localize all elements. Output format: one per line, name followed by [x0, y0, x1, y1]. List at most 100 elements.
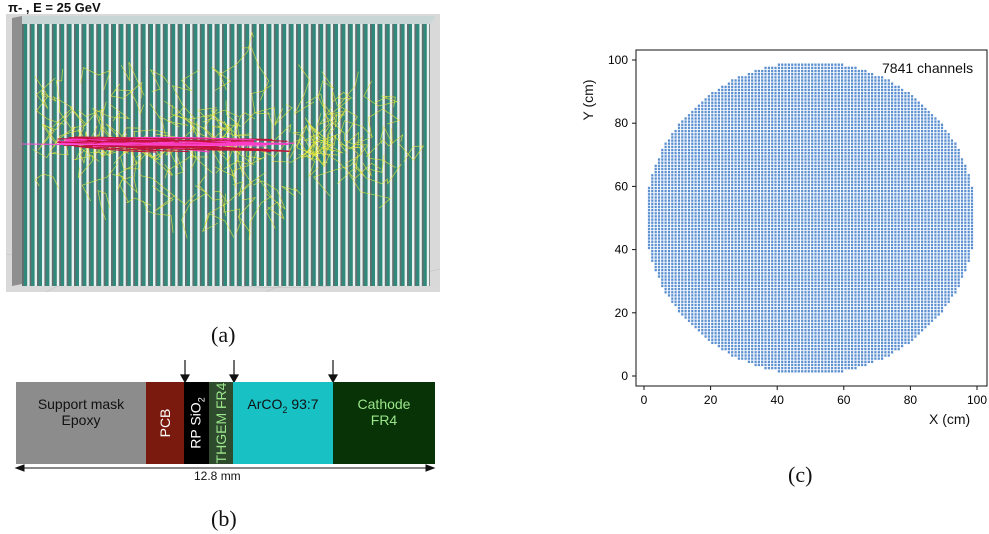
channel-pad	[734, 133, 737, 136]
channel-pad	[811, 148, 814, 152]
channel-pad	[727, 101, 730, 104]
channel-pad	[697, 110, 700, 114]
channel-pad	[821, 82, 824, 85]
channel-pad	[781, 224, 784, 228]
channel-pad	[771, 351, 774, 354]
channel-pad	[687, 208, 691, 212]
channel-pad	[821, 351, 824, 354]
channel-pad	[687, 316, 691, 319]
channel-pad	[831, 107, 834, 111]
channel-pad	[711, 205, 714, 209]
channel-pad	[684, 155, 687, 158]
channel-pad	[671, 259, 674, 262]
channel-pad	[727, 133, 730, 136]
channel-pad	[664, 237, 667, 240]
channel-pad	[744, 76, 747, 79]
channel-pad	[787, 354, 790, 357]
channel-pad	[711, 316, 714, 319]
channel-pad	[751, 300, 754, 303]
channel-pad	[834, 250, 837, 253]
channel-pad	[751, 171, 754, 174]
channel-pad	[727, 164, 730, 168]
channel-pad	[681, 278, 684, 281]
channel-pad	[744, 208, 747, 212]
channel-pad	[777, 347, 780, 351]
secondary-track	[362, 154, 385, 177]
channel-pad	[837, 224, 840, 228]
channel-pad	[807, 218, 810, 221]
channel-pad	[811, 237, 814, 240]
channel-pad	[834, 335, 837, 338]
channel-pad	[667, 199, 671, 202]
channel-pad	[754, 275, 757, 278]
channel-pad	[794, 215, 797, 218]
channel-pad	[747, 221, 750, 224]
channel-pad	[817, 63, 820, 66]
channel-pad	[831, 63, 834, 66]
channel-pad	[691, 268, 694, 272]
channel-pad	[757, 319, 760, 322]
channel-pad	[791, 120, 794, 123]
channel-pad	[684, 243, 687, 247]
channel-pad	[791, 158, 794, 161]
channel-pad	[694, 139, 697, 142]
channel-pad	[837, 294, 840, 297]
channel-pad	[794, 196, 797, 199]
channel-pad	[691, 186, 694, 190]
channel-pad	[691, 227, 694, 231]
channel-pad	[697, 189, 700, 193]
channel-pad	[791, 98, 794, 101]
channel-pad	[794, 240, 797, 243]
channel-pad	[794, 306, 797, 310]
channel-pad	[671, 278, 674, 281]
channel-pad	[831, 221, 834, 224]
channel-pad	[727, 208, 730, 212]
channel-pad	[784, 287, 787, 291]
channel-pad	[797, 145, 800, 149]
channel-pad	[661, 161, 664, 164]
channel-pad	[697, 265, 700, 269]
channel-pad	[824, 186, 827, 190]
channel-pad	[821, 73, 824, 76]
channel-pad	[684, 256, 687, 259]
channel-pad	[781, 278, 784, 281]
channel-pad	[834, 316, 837, 319]
channel-pad	[707, 136, 710, 139]
channel-pad	[837, 253, 840, 256]
channel-pad	[734, 208, 737, 212]
channel-pad	[737, 262, 740, 265]
channel-pad	[697, 205, 700, 209]
channel-pad	[821, 294, 824, 297]
channel-pad	[804, 114, 807, 117]
channel-pad	[677, 268, 681, 272]
channel-pad	[814, 133, 817, 136]
channel-pad	[747, 95, 750, 98]
channel-pad	[651, 227, 654, 231]
channel-pad	[827, 275, 830, 278]
channel-pad	[777, 202, 780, 205]
channel-pad	[754, 73, 757, 76]
channel-pad	[681, 164, 684, 168]
channel-pad	[761, 237, 764, 240]
channel-pad	[697, 215, 700, 218]
channel-pad	[814, 268, 817, 272]
channel-pad	[757, 126, 760, 130]
channel-pad	[787, 133, 790, 136]
channel-pad	[821, 180, 824, 183]
channel-pad	[767, 218, 770, 221]
channel-pad	[724, 259, 727, 262]
channel-pad	[744, 231, 747, 234]
channel-pad	[821, 218, 824, 221]
channel-pad	[704, 297, 707, 300]
channel-pad	[804, 246, 807, 250]
layer-rp-sio2: RP SiO2	[184, 382, 209, 464]
channel-pad	[754, 136, 757, 139]
channel-pad	[771, 335, 774, 338]
detector-plate-gap	[197, 24, 200, 286]
channel-pad	[777, 297, 780, 300]
channel-pad	[741, 310, 744, 313]
channel-pad	[664, 199, 667, 202]
channel-pad	[711, 148, 714, 152]
channel-pad	[817, 129, 820, 133]
channel-pad	[801, 294, 804, 297]
